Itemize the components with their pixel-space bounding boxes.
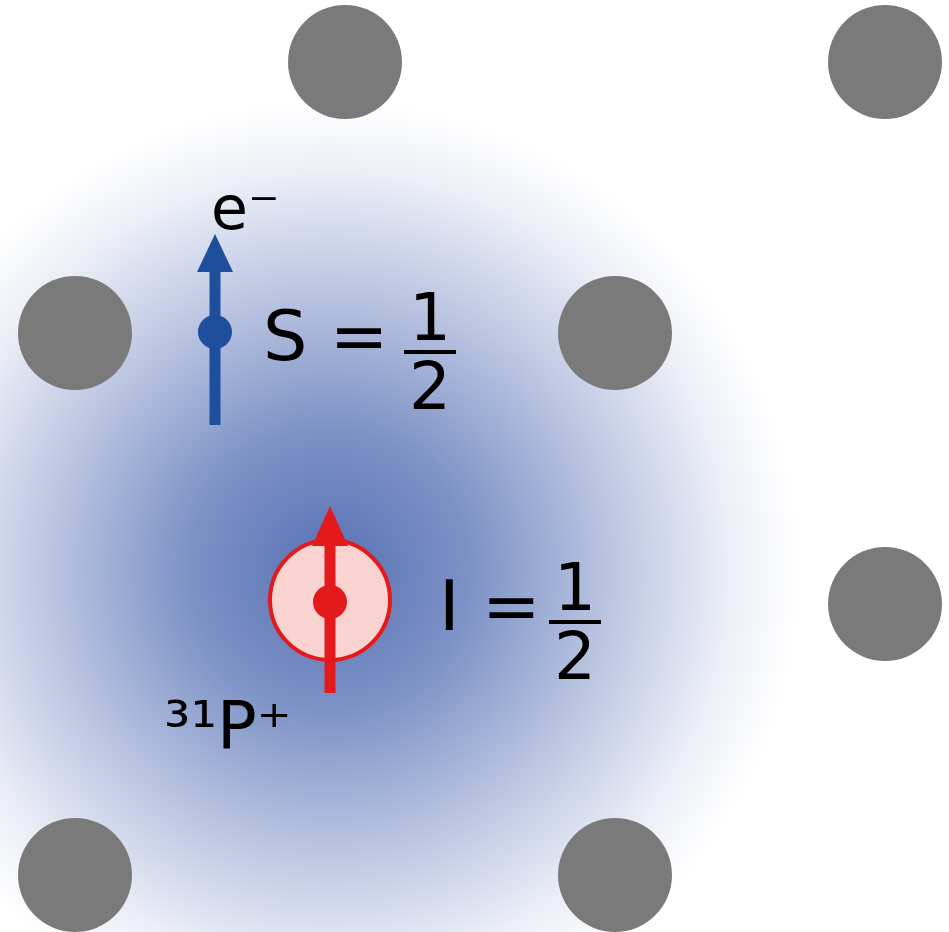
silicon-atom — [558, 818, 672, 932]
isotope-label: ³¹P⁺ — [164, 693, 292, 759]
silicon-atom — [18, 818, 132, 932]
electron-spin — [197, 234, 233, 425]
arrow-head — [312, 506, 348, 546]
silicon-atoms — [18, 5, 942, 932]
fraction-digit: 1 — [554, 555, 596, 621]
nuclear-spin — [270, 506, 390, 693]
electron-dot — [198, 315, 232, 349]
silicon-atom — [828, 547, 942, 661]
silicon-atom — [18, 276, 132, 390]
silicon-atom — [558, 276, 672, 390]
fraction-digit: 2 — [554, 624, 596, 690]
arrow-head — [197, 234, 233, 272]
fraction-digit: 1 — [409, 285, 451, 351]
fraction-digit: 2 — [409, 354, 451, 420]
spin-label: S = — [263, 301, 388, 371]
silicon-atom — [288, 5, 402, 119]
spin-symbol: e⁻ — [211, 178, 280, 238]
nucleus-dot — [313, 585, 347, 619]
silicon-atom — [828, 5, 942, 119]
spin-label: I = — [439, 571, 541, 641]
